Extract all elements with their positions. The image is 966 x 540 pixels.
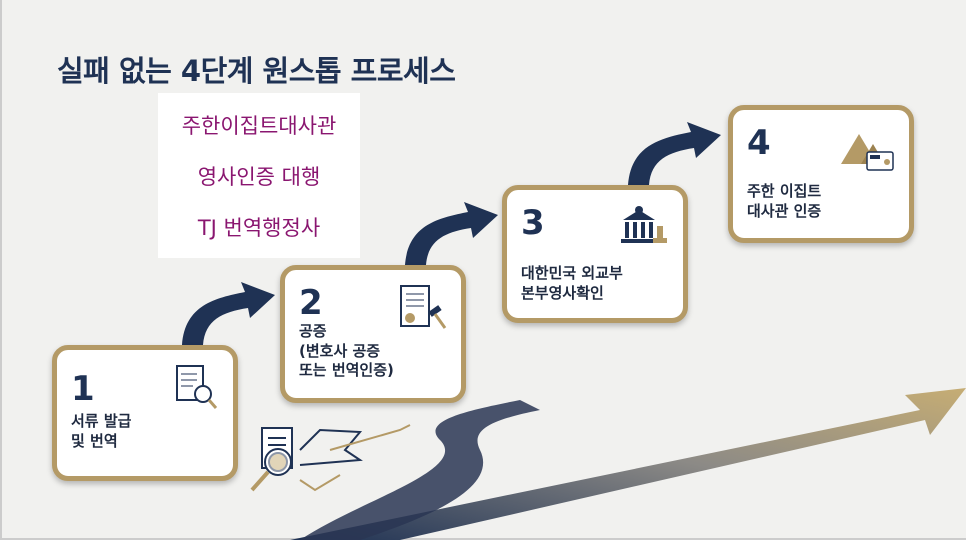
document-search-icon [176, 365, 218, 409]
page-title: 실패 없는 4단계 원스톱 프로세스 [57, 54, 456, 88]
certificate-gavel-icon [400, 285, 447, 329]
step-label: 주한 이집트 대사관 인증 [747, 182, 822, 220]
step-card-2: 2 공증 (변호사 공증 또는 번역인증) [280, 265, 466, 403]
pyramid-visa-icon [841, 134, 894, 171]
note-line: 주한이집트대사관 [181, 113, 337, 138]
step-arrows [182, 122, 721, 345]
step-number: 4 [747, 123, 771, 163]
step-card-3: 3 대한민국 외교부 본부영사확인 [502, 185, 688, 323]
step-card-4: 4 주한 이집트 대사관 인증 [728, 105, 914, 243]
arrow-1-2 [182, 282, 275, 345]
arrow-2-3 [405, 202, 498, 265]
note-line: 영사인증 대행 [197, 164, 321, 189]
maze-search-icon [250, 424, 411, 492]
step-number: 3 [521, 203, 545, 243]
government-building-stamp-icon [621, 206, 667, 243]
step-number: 1 [71, 369, 95, 409]
step-card-1: 1 서류 발급 및 번역 [52, 345, 238, 481]
step-label: 서류 발급 및 번역 [71, 412, 132, 450]
note-line: TJ 번역행정사 [197, 215, 321, 240]
handwritten-note: 주한이집트대사관 영사인증 대행 TJ 번역행정사 [158, 93, 360, 258]
arrow-3-4 [628, 122, 721, 185]
step-label: 공증 (변호사 공증 또는 번역인증) [299, 322, 394, 379]
step-number: 2 [299, 283, 323, 323]
road [300, 400, 540, 540]
step-label: 대한민국 외교부 본부영사확인 [521, 264, 623, 302]
